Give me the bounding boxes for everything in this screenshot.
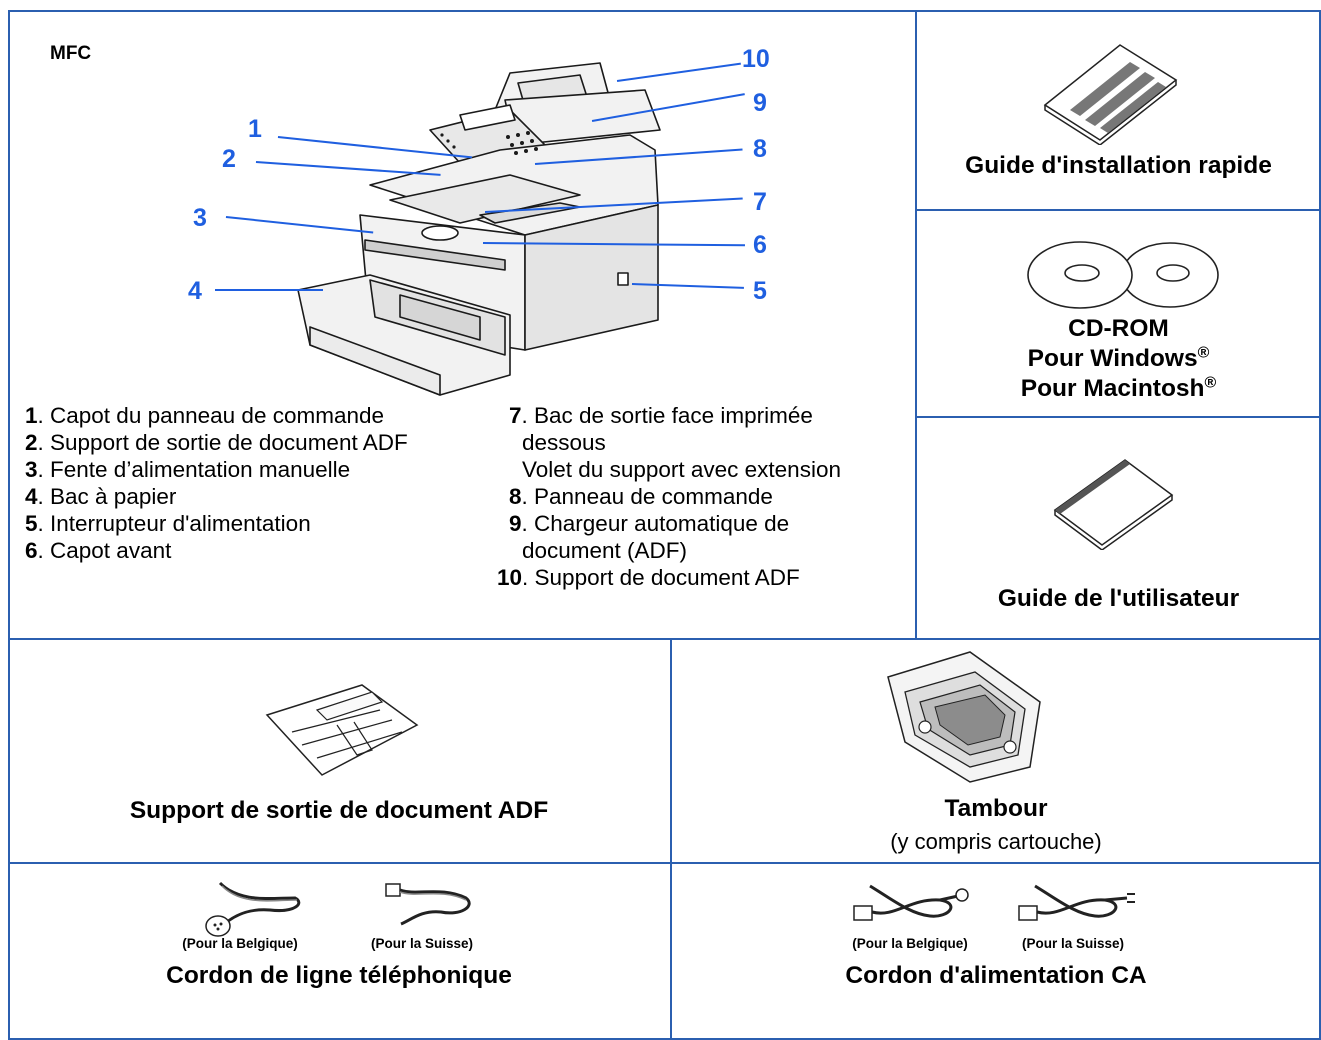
part-item-continued: dessous xyxy=(522,430,606,455)
user-guide-booklet-icon xyxy=(1053,459,1174,550)
power-belgium-label: (Pour la Belgique) xyxy=(852,936,968,951)
callout-10: 10 xyxy=(742,45,770,73)
callout-7: 7 xyxy=(753,188,767,216)
part-item: 1. Capot du panneau de commande xyxy=(25,403,385,428)
part-item: 6. Capot avant xyxy=(25,538,172,563)
model-label: MFC xyxy=(50,43,92,64)
adf-support-tray-icon xyxy=(265,684,419,776)
lower-divider-vertical xyxy=(670,638,672,1038)
callout-4: 4 xyxy=(188,277,202,305)
part-item: 9. Chargeur automatique de xyxy=(509,511,790,536)
callout-9: 9 xyxy=(753,89,767,117)
leader-line-4 xyxy=(215,289,323,291)
user-guide-caption: Guide de l'utilisateur xyxy=(997,585,1240,612)
part-item: 5. Interrupteur d'alimentation xyxy=(25,511,311,536)
cdrom-discs-icon xyxy=(1027,241,1219,309)
power-cord-caption: Cordon d'alimentation CA xyxy=(845,962,1147,989)
adf-support-caption: Support de sortie de document ADF xyxy=(129,797,549,824)
cdrom-caption-line2: Pour Windows® xyxy=(1027,344,1210,372)
lower-middle-divider xyxy=(8,862,1321,864)
drum-note: (y compris cartouche) xyxy=(890,829,1102,854)
main-bottom-divider xyxy=(8,638,1321,640)
parts-list-left: 1. Capot du panneau de commande 2. Suppo… xyxy=(25,402,408,564)
part-item: 7. Bac de sortie face imprimée xyxy=(509,403,813,428)
callout-6: 6 xyxy=(753,231,767,259)
part-item: 2. Support de sortie de document ADF xyxy=(25,430,408,455)
parts-list-right: 7. Bac de sortie face imprimée dessous V… xyxy=(497,402,841,591)
part-item-continued: document (ADF) xyxy=(522,538,688,563)
part-item: 8. Panneau de commande xyxy=(509,484,773,509)
part-item: 4. Bac à papier xyxy=(25,484,177,509)
phone-cord-belgium-icon xyxy=(205,881,301,937)
booklet-stripes-icon xyxy=(1043,44,1178,145)
part-item-continued: Volet du support avec extension xyxy=(522,457,841,482)
part-item: 3. Fente d’alimentation manuelle xyxy=(25,457,351,482)
drum-caption: Tambour xyxy=(944,795,1048,822)
power-cord-belgium-icon xyxy=(853,884,969,921)
side-divider-2 xyxy=(916,416,1321,418)
power-swiss-label: (Pour la Suisse) xyxy=(1021,936,1125,951)
cdrom-caption-line3: Pour Macintosh® xyxy=(1020,374,1217,402)
machine-illustration xyxy=(297,62,661,396)
power-cord-swiss-icon xyxy=(1018,884,1135,921)
phone-cord-swiss-icon xyxy=(385,883,471,926)
drum-unit-icon xyxy=(887,651,1041,783)
callout-8: 8 xyxy=(753,135,767,163)
side-divider-1 xyxy=(916,209,1321,211)
part-item: 10. Support de document ADF xyxy=(497,565,800,590)
quick-guide-caption: Guide d'installation rapide xyxy=(965,152,1272,179)
cdrom-caption-line1: CD-ROM xyxy=(1068,315,1169,342)
callout-5: 5 xyxy=(753,277,767,305)
main-divider-vertical xyxy=(915,10,917,640)
callout-3: 3 xyxy=(193,204,207,232)
callout-1: 1 xyxy=(248,115,262,143)
phone-swiss-label: (Pour la Suisse) xyxy=(370,936,474,951)
callout-2: 2 xyxy=(222,145,236,173)
phone-cord-caption: Cordon de ligne téléphonique xyxy=(166,962,512,989)
phone-belgium-label: (Pour la Belgique) xyxy=(182,936,298,951)
